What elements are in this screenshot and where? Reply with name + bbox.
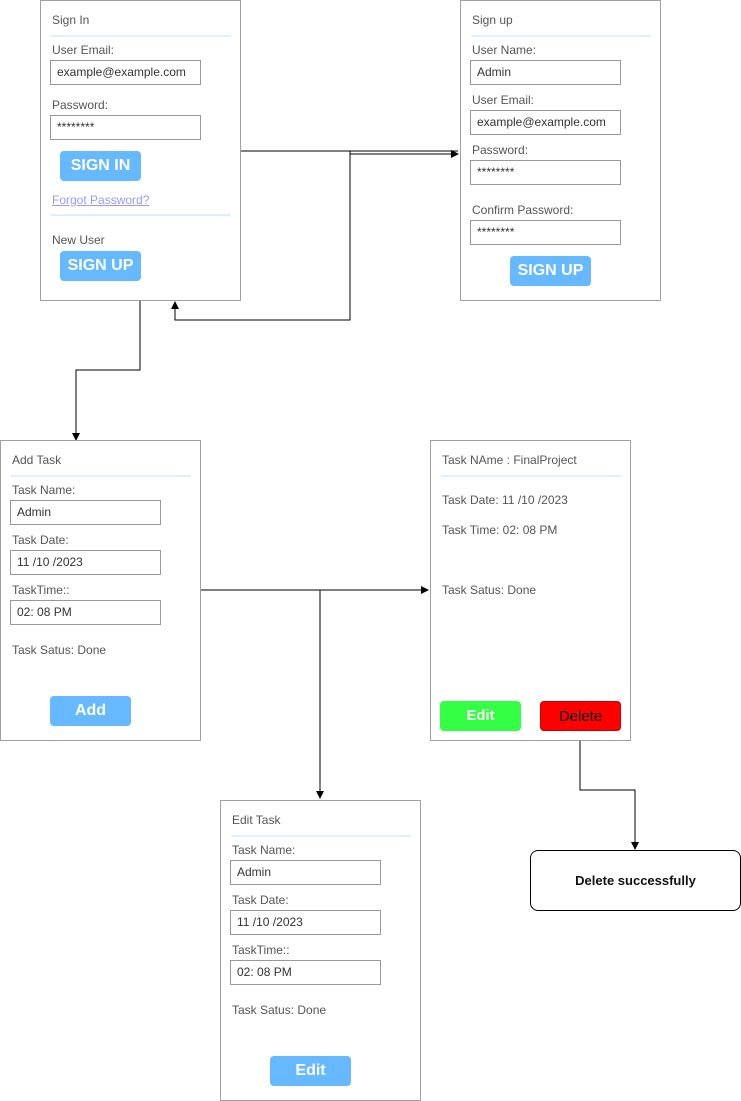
sign-up-confirm-label: Confirm Password: [472, 203, 574, 217]
edit-task-date-label: Task Date: [232, 893, 289, 907]
new-user-label: New User [52, 233, 105, 247]
add-task-date-input[interactable]: 11 /10 /2023 [10, 550, 161, 575]
edit-task-title: Edit Task [232, 813, 281, 827]
sign-up-confirm-input[interactable]: ******** [470, 220, 621, 245]
add-task-time-input[interactable]: 02: 08 PM [10, 600, 161, 625]
sign-up-email-label: User Email: [472, 93, 535, 107]
go-to-sign-up-button[interactable]: SIGN UP [60, 251, 141, 281]
sign-in-title: Sign In [52, 13, 90, 27]
task-detail-time: Task Time: 02: 08 PM [442, 523, 558, 537]
sign-up-password-label: Password: [472, 143, 529, 157]
edit-task-status-text: Task Satus: Done [232, 1003, 327, 1017]
task-detail-title-separator [441, 475, 621, 477]
task-delete-button[interactable]: Delete [540, 701, 621, 731]
sign-in-title-separator [51, 35, 231, 37]
add-task-title: Add Task [12, 453, 62, 467]
add-task-status-text: Task Satus: Done [12, 643, 107, 657]
edit-task-panel: Edit Task Task Name: Admin Task Date: 11… [220, 800, 421, 1101]
edit-task-date-input[interactable]: 11 /10 /2023 [230, 910, 381, 935]
delete-success-text: Delete successfully [575, 873, 696, 888]
edit-task-title-separator [231, 835, 411, 837]
edit-task-time-input[interactable]: 02: 08 PM [230, 960, 381, 985]
sign-up-email-input[interactable]: example@example.com [470, 110, 621, 135]
add-task-name-label: Task Name: [12, 483, 76, 497]
sign-in-panel: Sign In User Email: example@example.com … [40, 0, 241, 301]
arrow-signup-to-signin [171, 150, 458, 321]
task-detail-title: Task NAme : FinalProject [442, 453, 577, 467]
add-task-date-label: Task Date: [12, 533, 69, 547]
edit-task-name-input[interactable]: Admin [230, 860, 381, 885]
sign-in-section-separator [51, 214, 231, 216]
forgot-password-link[interactable]: Forgot Password? [52, 193, 150, 207]
task-detail-date: Task Date: 11 /10 /2023 [442, 493, 568, 507]
sign-up-name-label: User Name: [472, 43, 537, 57]
sign-in-password-input[interactable]: ******** [50, 115, 201, 140]
edit-task-save-button[interactable]: Edit [270, 1056, 351, 1086]
arrow-delete-to-result [579, 730, 639, 850]
sign-up-panel: Sign up User Name: Admin User Email: exa… [460, 0, 661, 301]
add-task-title-separator [11, 475, 191, 477]
sign-up-title: Sign up [472, 13, 513, 27]
sign-up-title-separator [471, 35, 651, 37]
task-detail-panel: Task NAme : FinalProject Task Date: 11 /… [430, 440, 631, 741]
sign-in-email-input[interactable]: example@example.com [50, 60, 201, 85]
sign-in-email-label: User Email: [52, 43, 115, 57]
task-edit-button[interactable]: Edit [440, 701, 521, 731]
sign-up-password-input[interactable]: ******** [470, 160, 621, 185]
sign-up-name-input[interactable]: Admin [470, 60, 621, 85]
delete-success-message: Delete successfully [530, 850, 741, 911]
edit-task-name-label: Task Name: [232, 843, 296, 857]
edit-task-time-label: TaskTime:: [232, 943, 290, 957]
sign-in-password-label: Password: [52, 98, 109, 112]
task-detail-status: Task Satus: Done [442, 583, 537, 597]
add-task-button[interactable]: Add [50, 696, 131, 726]
add-task-name-input[interactable]: Admin [10, 500, 161, 525]
add-task-panel: Add Task Task Name: Admin Task Date: 11 … [0, 440, 201, 741]
sign-up-button[interactable]: SIGN UP [510, 256, 591, 286]
arrow-signin-to-addtask [72, 301, 141, 441]
sign-in-button[interactable]: SIGN IN [60, 151, 141, 181]
add-task-time-label: TaskTime:: [12, 583, 70, 597]
